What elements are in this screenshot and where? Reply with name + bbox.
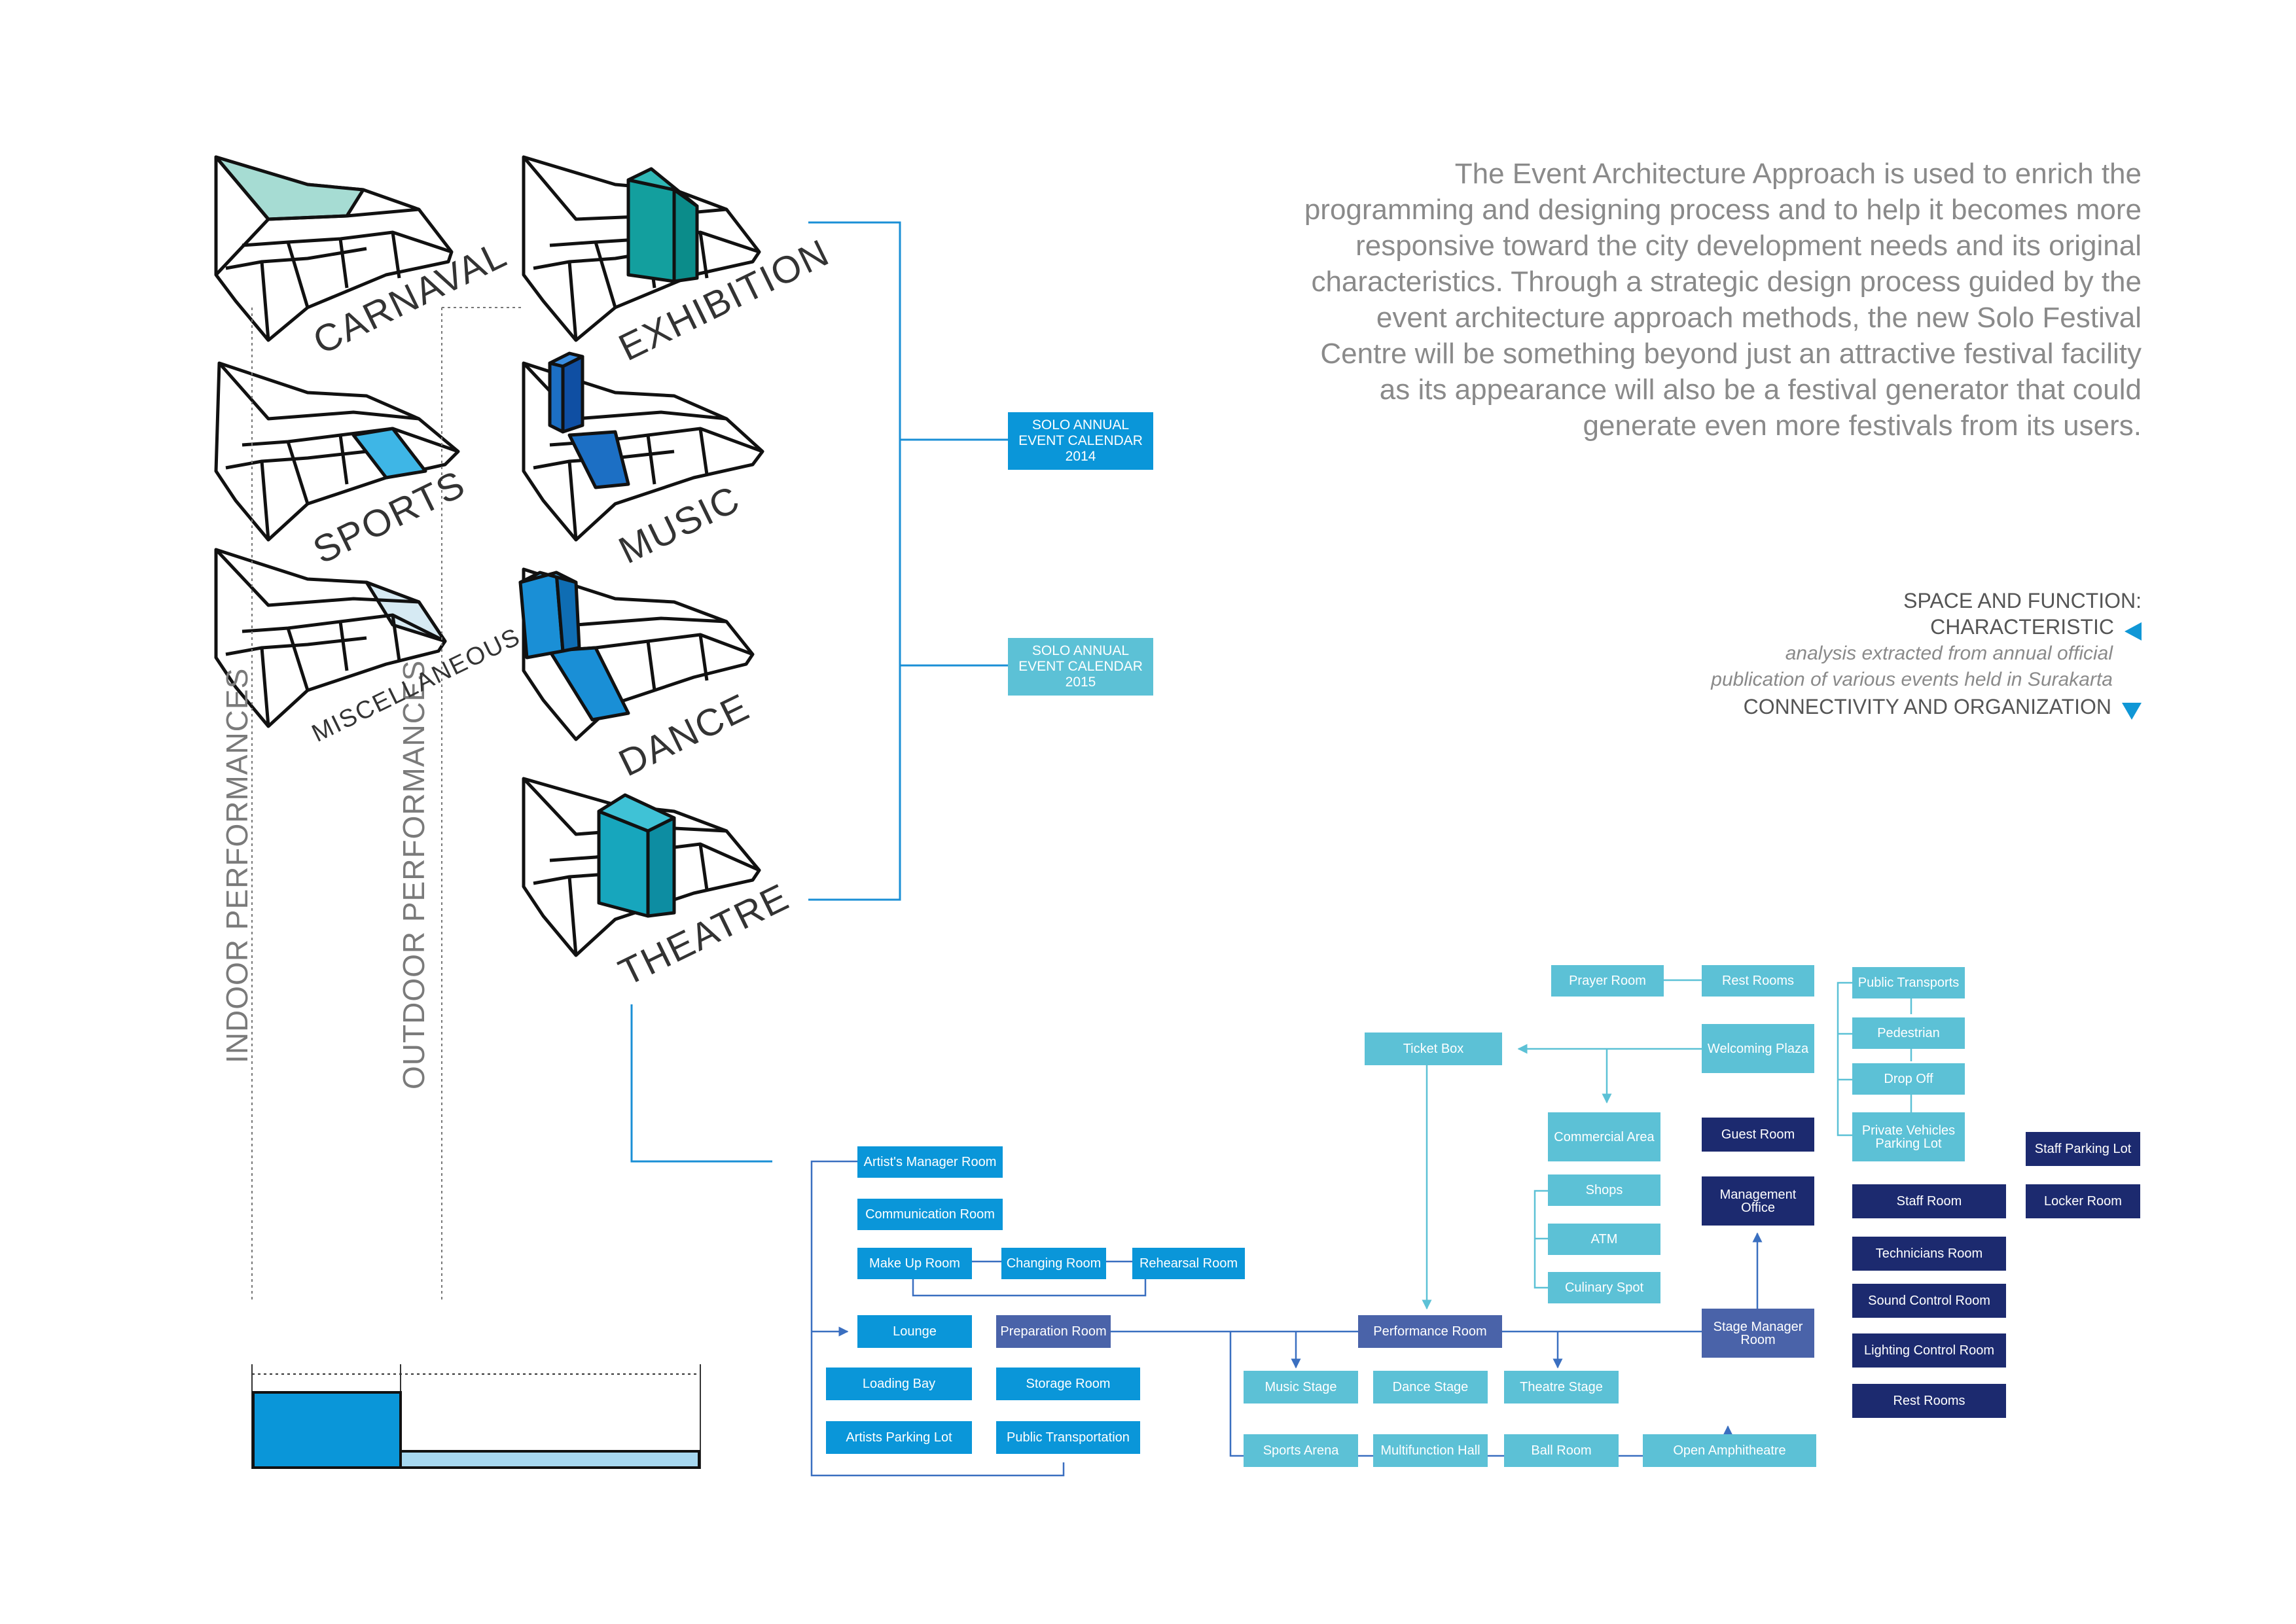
box-commercial-area: Commercial Area	[1548, 1112, 1660, 1161]
box-communication-room: Communication Room	[857, 1199, 1003, 1230]
theatre-link	[630, 1004, 772, 1163]
carnaval-illustration	[214, 155, 454, 342]
legend-sub-text-1: analysis extracted from annual official	[1785, 643, 2113, 664]
box-public-transportation: Public Transportation	[996, 1421, 1140, 1454]
legend-connectivity: CONNECTIVITY AND ORGANIZATION	[1744, 695, 2142, 720]
box-technicians-room: Technicians Room	[1852, 1237, 2006, 1271]
triangle-left-icon	[2125, 622, 2142, 641]
box-public-transports: Public Transports	[1852, 967, 1965, 998]
legend-sub-1: analysis extracted from annual official	[1785, 643, 2113, 665]
box-preparation-room: Preparation Room	[996, 1315, 1111, 1348]
legend-characteristic: CHARACTERISTIC	[1930, 615, 2142, 641]
legend-heading-2: CHARACTERISTIC	[1930, 615, 2114, 639]
box-artists-manager-room: Artist's Manager Room	[857, 1146, 1003, 1178]
calendar-2015-box: SOLO ANNUAL EVENT CALENDAR 2015	[1008, 638, 1153, 696]
calendar-bracket	[808, 221, 1008, 901]
box-ticket-box: Ticket Box	[1365, 1033, 1502, 1065]
legend-heading-1: SPACE AND FUNCTION:	[1903, 589, 2142, 612]
box-locker-room: Locker Room	[2026, 1184, 2140, 1218]
box-rehearsal-room: Rehearsal Room	[1132, 1248, 1245, 1279]
music-illustration	[522, 351, 764, 542]
box-dance-stage: Dance Stage	[1373, 1371, 1488, 1403]
legend-space-function: SPACE AND FUNCTION:	[1903, 589, 2142, 613]
dotted-dividers	[251, 307, 524, 1302]
box-artists-parking-lot: Artists Parking Lot	[826, 1421, 972, 1454]
box-drop-off: Drop Off	[1852, 1063, 1965, 1095]
box-sports-arena: Sports Arena	[1244, 1434, 1358, 1467]
box-pedestrian: Pedestrian	[1852, 1017, 1965, 1049]
box-rest-rooms-staff: Rest Rooms	[1852, 1384, 2006, 1418]
box-stage-manager-room: Stage Manager Room	[1702, 1309, 1814, 1358]
box-multifunction-hall: Multifunction Hall	[1373, 1434, 1488, 1467]
box-ball-room: Ball Room	[1504, 1434, 1619, 1467]
indoor-outdoor-bar	[251, 1364, 701, 1469]
box-welcoming-plaza: Welcoming Plaza	[1702, 1024, 1814, 1073]
sports-illustration	[214, 361, 460, 542]
indoor-performances-label: INDOOR PERFORMANCES	[220, 667, 254, 1063]
box-sound-control-room: Sound Control Room	[1852, 1284, 2006, 1318]
indoor-bar	[252, 1391, 402, 1469]
legend-sub-2: publication of various events held in Su…	[1711, 669, 2113, 691]
theatre-illustration	[522, 777, 761, 957]
box-loading-bay: Loading Bay	[826, 1368, 972, 1400]
box-prayer-room: Prayer Room	[1551, 965, 1664, 997]
box-atm: ATM	[1548, 1224, 1660, 1255]
org-lines-teal	[1422, 979, 1912, 1310]
box-open-amphitheatre: Open Amphitheatre	[1643, 1434, 1816, 1467]
box-guest-room: Guest Room	[1702, 1118, 1814, 1152]
outdoor-bar	[399, 1450, 700, 1469]
box-storage-room: Storage Room	[996, 1368, 1140, 1400]
triangle-down-icon	[2122, 702, 2142, 720]
calendar-2014-box: SOLO ANNUAL EVENT CALENDAR 2014	[1008, 412, 1153, 470]
box-staff-parking-lot: Staff Parking Lot	[2026, 1132, 2140, 1166]
legend-sub-text-2: publication of various events held in Su…	[1711, 669, 2113, 690]
box-make-up-room: Make Up Room	[857, 1248, 972, 1279]
box-shops: Shops	[1548, 1174, 1660, 1206]
box-lounge: Lounge	[857, 1315, 972, 1348]
box-performance-room: Performance Room	[1358, 1315, 1502, 1348]
legend-connectivity-text: CONNECTIVITY AND ORGANIZATION	[1743, 695, 2111, 718]
box-staff-room: Staff Room	[1852, 1184, 2006, 1218]
dance-illustration	[518, 567, 755, 741]
box-culinary-spot: Culinary Spot	[1548, 1272, 1660, 1303]
box-management-office: Management Office	[1702, 1176, 1814, 1226]
outdoor-performances-label: OUTDOOR PERFORMANCES	[397, 660, 431, 1089]
exhibition-illustration	[522, 155, 761, 342]
box-lighting-control-room: Lighting Control Room	[1852, 1333, 2006, 1368]
miscellaneous-illustration	[214, 548, 447, 728]
box-changing-room: Changing Room	[1001, 1248, 1106, 1279]
intro-paragraph: The Event Architecture Approach is used …	[1304, 158, 2142, 442]
box-theatre-stage: Theatre Stage	[1504, 1371, 1619, 1403]
box-rest-rooms-public: Rest Rooms	[1702, 965, 1814, 997]
box-music-stage: Music Stage	[1244, 1371, 1358, 1403]
box-private-vehicles-parking-lot: Private Vehicles Parking Lot	[1852, 1112, 1965, 1161]
